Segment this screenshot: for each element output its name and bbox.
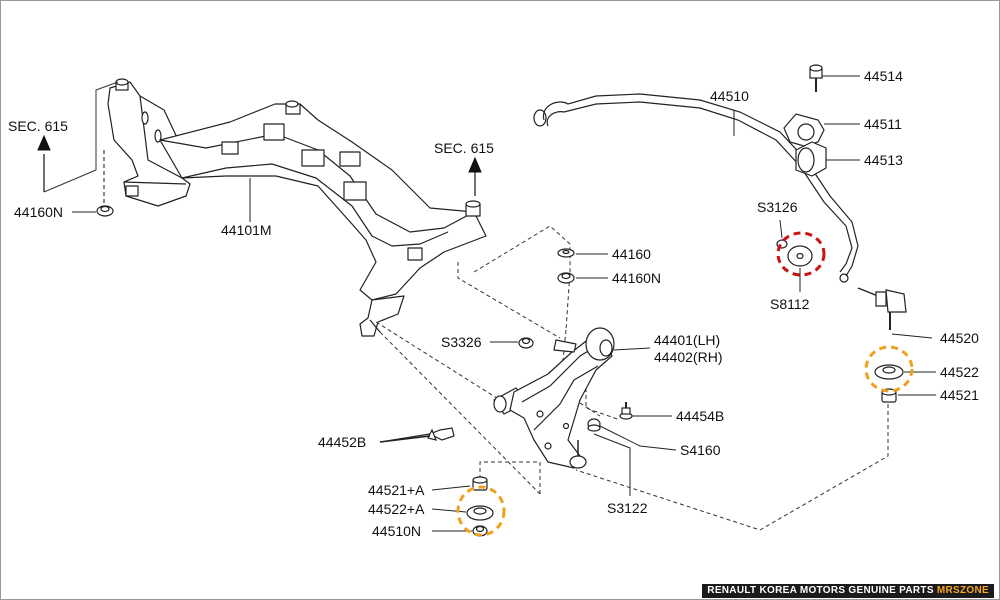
label-44402: 44402(RH) xyxy=(654,349,723,365)
label-44511: 44511 xyxy=(864,116,902,132)
label-sec-615-right: SEC. 615 xyxy=(434,140,494,156)
label-44160: 44160 xyxy=(612,246,651,262)
label-44513: 44513 xyxy=(864,152,903,168)
label-44160N-left: 44160N xyxy=(14,204,64,220)
label-44101M: 44101M xyxy=(221,222,272,238)
bushing-44522A xyxy=(466,505,494,521)
sec-615-left-arrow xyxy=(37,81,119,204)
bolt-44452B xyxy=(379,427,455,443)
nut-44160N xyxy=(557,272,575,284)
lower-control-arm-44401 xyxy=(493,327,615,469)
label-44510: 44510 xyxy=(710,88,749,104)
bolt-44454B xyxy=(619,402,633,420)
washer-S4160 xyxy=(587,418,601,432)
label-44521A: 44521+A xyxy=(368,482,425,498)
footer-text: RENAULT KOREA MOTORS GENUINE PARTS xyxy=(707,585,937,596)
left-mount-boss xyxy=(115,78,129,91)
label-S3126: S3126 xyxy=(757,199,798,215)
label-44160N: 44160N xyxy=(612,270,662,286)
stabilizer-bar-44510 xyxy=(533,93,859,283)
bushing-44513 xyxy=(795,141,827,177)
label-44401: 44401(LH) xyxy=(654,332,721,348)
label-44514: 44514 xyxy=(864,68,903,84)
footer-brand: MRSZONE xyxy=(936,585,989,596)
sec-615-right-arrow xyxy=(468,156,482,196)
label-44522: 44522 xyxy=(940,364,979,380)
label-S3122: S3122 xyxy=(607,500,648,516)
highlight-44522 xyxy=(864,345,914,393)
label-44520: 44520 xyxy=(940,330,979,346)
leader-S4160 xyxy=(599,425,677,451)
bushing-44521 xyxy=(881,388,897,403)
washer-44160 xyxy=(557,248,575,258)
bracket-44511 xyxy=(783,113,825,147)
leader-44452B xyxy=(379,435,431,443)
footer-watermark: RENAULT KOREA MOTORS GENUINE PARTS MRSZO… xyxy=(702,584,994,598)
highlight-S8112 xyxy=(776,231,826,277)
leader-S3126 xyxy=(779,219,783,239)
guide-line-link xyxy=(575,404,889,531)
bushing-44522 xyxy=(874,364,904,380)
label-S8112: S8112 xyxy=(770,296,810,312)
bolt-44514 xyxy=(809,64,823,92)
label-44452B: 44452B xyxy=(318,434,367,450)
highlight-44522A xyxy=(456,485,506,537)
subframe-44101M xyxy=(107,81,487,337)
label-44510N: 44510N xyxy=(372,523,422,539)
leader-44521A xyxy=(431,485,471,491)
leader-S3122 xyxy=(593,433,631,496)
label-44522A: 44522+A xyxy=(368,501,425,517)
washer-S8112 xyxy=(787,245,813,267)
label-S4160: S4160 xyxy=(680,442,721,458)
leader-44520 xyxy=(891,333,933,339)
label-44454B: 44454B xyxy=(676,408,725,424)
label-sec-615-left: SEC. 615 xyxy=(8,118,68,134)
nut-S3326 xyxy=(518,337,534,349)
label-44521: 44521 xyxy=(940,387,979,403)
label-S3326: S3326 xyxy=(441,334,482,350)
stabilizer-link-44520 xyxy=(857,287,907,330)
nut-44160N-left xyxy=(96,205,114,217)
leader-44401 xyxy=(613,347,651,351)
leader-44522A xyxy=(431,508,467,513)
